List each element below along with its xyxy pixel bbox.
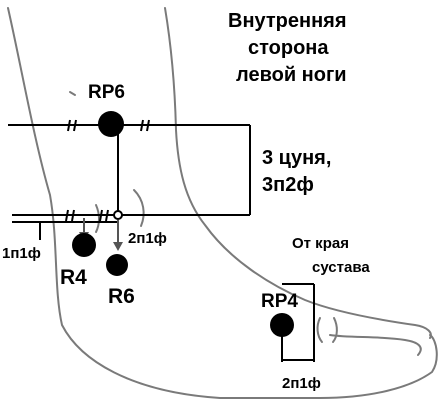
skin-mark	[69, 91, 76, 96]
leg-outline	[7, 7, 438, 399]
tick	[140, 119, 144, 132]
junction-marker	[113, 210, 123, 220]
title-line-1: Внутренняя	[228, 10, 347, 32]
measure-upper-line1: 3 цуня,	[262, 147, 331, 169]
joint-bracket-left	[316, 317, 323, 343]
tick	[71, 209, 75, 222]
division-ticks	[65, 119, 150, 222]
arrow-to-r6-head	[113, 242, 123, 251]
joint-bracket-right	[332, 317, 338, 343]
tick	[67, 119, 71, 132]
point-rp4	[270, 313, 294, 337]
measure-left-offset: 1п1ф	[2, 245, 41, 262]
measurement-lines	[8, 124, 315, 362]
ankle-bump-right	[133, 189, 145, 227]
edge-label-line1: От края	[292, 235, 349, 252]
measure-upper-line2: 3п2ф	[262, 174, 314, 196]
tick	[146, 119, 150, 132]
toe-outline	[329, 334, 422, 356]
acupoints	[72, 111, 294, 337]
tick	[73, 119, 77, 132]
point-r6	[106, 254, 128, 276]
edge-label-line2: сустава	[312, 259, 370, 276]
tick	[105, 209, 109, 222]
point-rp6	[98, 111, 124, 137]
label-r4: R4	[60, 266, 87, 289]
tick	[99, 209, 103, 222]
label-rp4: RP4	[261, 291, 298, 312]
tick	[65, 209, 69, 222]
label-r6: R6	[108, 285, 135, 308]
title-line-2: сторона	[248, 37, 329, 59]
foot-sole-outline	[7, 7, 438, 399]
ankle-bump-left	[95, 204, 100, 233]
title-line-3: левой ноги	[236, 64, 347, 86]
measure-bottom-offset: 2п1ф	[282, 375, 321, 392]
instep-outline	[164, 7, 432, 339]
measure-down-offset: 2п1ф	[128, 230, 167, 247]
label-rp6: RP6	[88, 82, 125, 103]
point-r4	[72, 233, 96, 257]
